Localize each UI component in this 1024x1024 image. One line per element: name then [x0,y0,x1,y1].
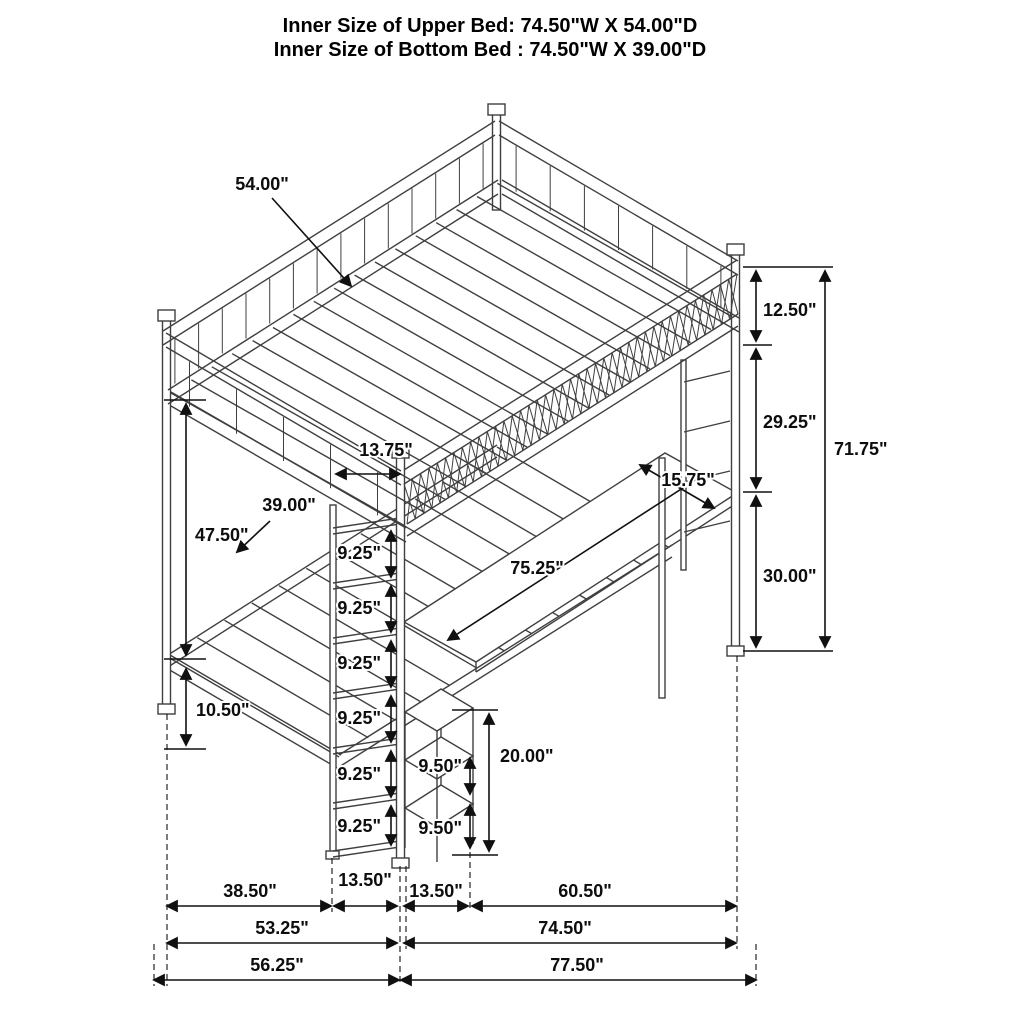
dim-desk-depth-label: 15.75" [661,470,715,490]
dim-mid-a-label: 53.25" [255,918,309,938]
post-left [161,317,172,711]
dim-rung1-label: 9.25" [337,543,381,563]
dim-full-a-label: 56.25" [250,955,304,975]
dim-rung5-label: 9.25" [337,764,381,784]
post-front-cap [391,446,410,459]
post-right-foot [726,645,745,657]
dim-full-b-label: 77.50" [550,955,604,975]
dim-bottom-depth-label: 39.00" [262,495,316,515]
post-right [730,251,741,653]
post-back-cap [487,103,506,116]
dimension-labels: Inner Size of Upper Bed: 74.50"W X 54.00… [193,15,890,977]
dim-guardrail-label: 12.50" [763,300,817,320]
post-front [395,454,406,865]
front-ladder-foot [325,850,340,860]
post-left-foot [157,703,176,715]
shelf-stool [403,688,475,862]
dim-shelf2-label: 9.50" [418,818,462,838]
dim-base-a-label: 38.50" [223,881,277,901]
title-bottom-bed-size: Inner Size of Bottom Bed : 74.50"W X 39.… [274,39,706,61]
post-right-cap [726,243,745,256]
dim-shelf1-label: 9.50" [418,756,462,776]
dim-upper-depth-label: 54.00" [235,174,289,194]
dim-stool-height-label: 20.00" [500,746,554,766]
dim-base-d-label: 60.50" [558,881,612,901]
right-ladder [680,359,731,571]
guardrail-spindles [174,143,722,516]
dimension-lines [152,197,833,987]
right-ladder-rail [680,359,687,571]
dim-rung6-label: 9.25" [337,816,381,836]
title-upper-bed-size: Inner Size of Upper Bed: 74.50"W X 54.00… [283,15,698,37]
dim-desk-height-label: 30.00" [763,566,817,586]
dim-rung3-label: 9.25" [337,653,381,673]
dim-upper-to-lower-label: 47.50" [195,525,249,545]
bed-posts [157,103,745,869]
dim-rung4-label: 9.25" [337,708,381,728]
dim-ladder-width-label: 13.75" [359,440,413,460]
post-left-cap [157,309,176,322]
dim-upper-clearance-label: 29.25" [763,412,817,432]
dim-desk-length-label: 75.25" [510,558,564,578]
front-ladder-rail [329,504,337,858]
desk-leg [658,457,666,699]
dim-rung2-label: 9.25" [337,598,381,618]
dim-mid-b-label: 74.50" [538,918,592,938]
upper-bed-slats [170,182,732,527]
dim-base-c-label: 13.50" [409,881,463,901]
dim-lower-height-label: 10.50" [196,700,250,720]
dim-overall-height-label: 71.75" [834,439,888,459]
dim-base-b-label: 13.50" [338,870,392,890]
